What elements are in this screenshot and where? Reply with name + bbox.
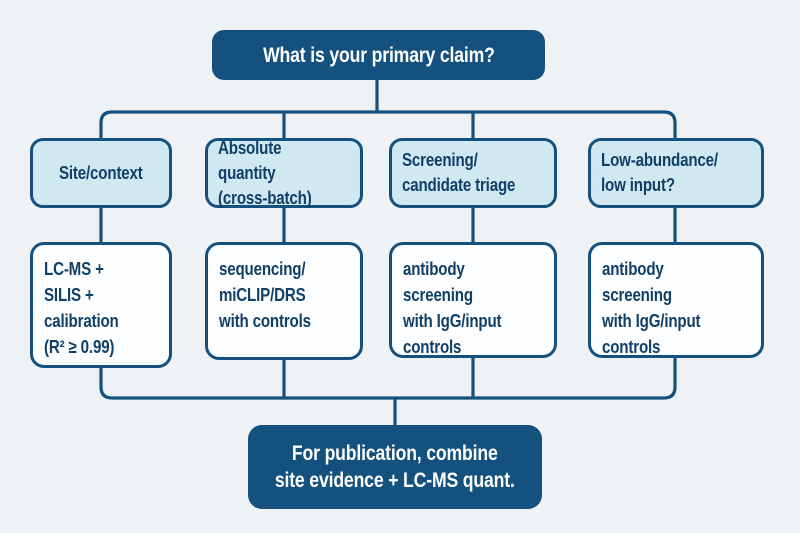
method-antibody-screening-label-2: antibody screening with IgG/input contro…	[602, 259, 701, 357]
branch-low-abundance-node: Low-abundance/ low input?	[588, 138, 764, 208]
method-lcms-silis-node: LC-MS + SILIS + calibration (R² ≥ 0.99)	[30, 242, 172, 368]
connector-path	[99, 80, 677, 425]
branch-absolute-quantity-node: Absolute quantity (cross-batch)	[205, 138, 363, 208]
branch-screening-triage-node: Screening/ candidate triage	[389, 138, 557, 208]
method-lcms-silis-label: LC-MS + SILIS + calibration (R² ≥ 0.99)	[44, 259, 119, 357]
conclusion-node: For publication, combine site evidence +…	[248, 425, 542, 509]
conclusion-label: For publication, combine site evidence +…	[275, 442, 515, 492]
branch-low-abundance-label: Low-abundance/ low input?	[601, 150, 718, 195]
method-antibody-screening-label-1: antibody screening with IgG/input contro…	[403, 259, 502, 357]
method-antibody-screening-node-1: antibody screening with IgG/input contro…	[389, 242, 557, 358]
method-sequencing-miclip-label: sequencing/ miCLIP/DRS with controls	[219, 259, 311, 331]
method-sequencing-miclip-node: sequencing/ miCLIP/DRS with controls	[205, 242, 363, 360]
branch-site-context-node: Site/context	[30, 138, 172, 208]
branch-site-context-label: Site/context	[59, 162, 143, 183]
branch-screening-triage-label: Screening/ candidate triage	[402, 150, 516, 195]
root-question-label: What is your primary claim?	[262, 43, 495, 67]
branch-absolute-quantity-label: Absolute quantity (cross-batch)	[218, 137, 312, 208]
method-antibody-screening-node-2: antibody screening with IgG/input contro…	[588, 242, 764, 358]
root-question-node: What is your primary claim?	[212, 30, 545, 80]
